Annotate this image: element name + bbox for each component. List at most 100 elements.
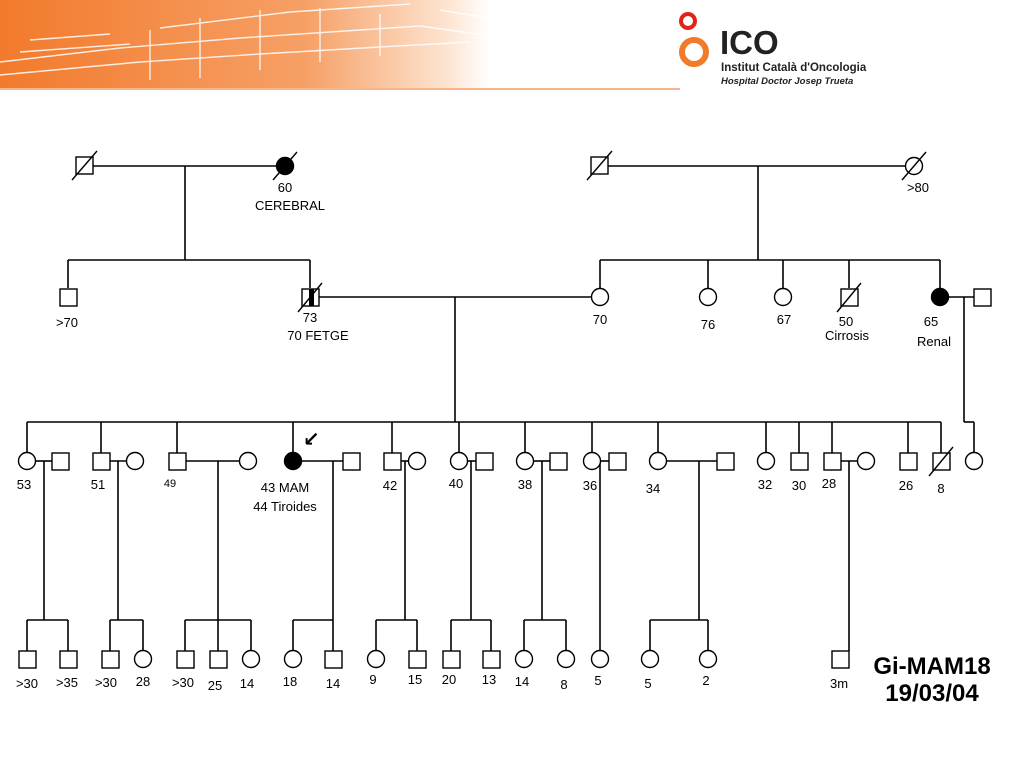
age-label: 2 <box>702 673 709 688</box>
pedigree-female <box>514 649 534 669</box>
pedigree-male <box>92 452 111 471</box>
diagnosis-label: 43 MAM <box>261 480 309 495</box>
age-label: >30 <box>172 675 194 690</box>
pedigree-male-carrier-deceased <box>297 282 323 313</box>
pedigree-female <box>17 451 37 471</box>
age-label: 26 <box>899 478 913 493</box>
proband-arrow-icon: ↙ <box>303 427 320 451</box>
age-label: >35 <box>56 675 78 690</box>
relationship-lines <box>26 165 975 651</box>
age-label: 13 <box>482 672 496 687</box>
pedigree-male <box>790 452 809 471</box>
age-label: 32 <box>758 477 772 492</box>
diagnosis-label: Renal <box>917 334 951 349</box>
age-label: 15 <box>408 672 422 687</box>
pedigree-female <box>133 649 153 669</box>
family-date: 19/03/04 <box>885 680 979 707</box>
age-label: 60 <box>278 180 292 195</box>
age-label: 34 <box>646 481 660 496</box>
age-label: 65 <box>924 314 938 329</box>
pedigree-female <box>590 649 610 669</box>
pedigree-male <box>324 650 343 669</box>
pedigree-male <box>51 452 70 471</box>
pedigree-male <box>899 452 918 471</box>
generation-1 <box>71 150 927 181</box>
family-code: Gi-MAM18 <box>873 653 990 680</box>
age-label: 25 <box>208 678 222 693</box>
pedigree-male <box>342 452 361 471</box>
pedigree-female <box>756 451 776 471</box>
pedigree-male-deceased <box>836 282 862 313</box>
diagnosis-label: 70 FETGE <box>287 328 349 343</box>
generation-4 <box>18 649 850 669</box>
pedigree-male <box>101 650 120 669</box>
age-label: 8 <box>560 677 567 692</box>
ico-logo: ICO Institut Català d'Oncologia Hospital… <box>679 12 867 87</box>
logo-institute: Institut Català d'Oncologia <box>721 62 867 74</box>
age-label: 70 <box>593 312 607 327</box>
pedigree-female <box>964 451 984 471</box>
pedigree-male <box>168 452 187 471</box>
age-label: 8 <box>937 481 944 496</box>
pedigree-female <box>698 649 718 669</box>
generation-3-labels: 53 51 49 43 MAM 44 Tiroides 42 40 38 36 … <box>17 476 945 514</box>
pedigree-male <box>475 452 494 471</box>
pedigree-male <box>59 288 78 307</box>
age-label: >30 <box>95 675 117 690</box>
pedigree-female-affected-deceased <box>272 151 298 181</box>
pedigree-female-affected <box>930 287 950 307</box>
pedigree-female <box>125 451 145 471</box>
age-label: 51 <box>91 477 105 492</box>
pedigree-male <box>176 650 195 669</box>
header-banner: ICO Institut Català d'Oncologia Hospital… <box>0 0 867 90</box>
generation-2-labels: >70 73 70 FETGE 70 76 67 50 Cirrosis 65 … <box>56 310 951 349</box>
diagnosis-label: Cirrosis <box>825 328 870 343</box>
pedigree-female <box>590 287 610 307</box>
age-label: 14 <box>515 674 529 689</box>
age-label: 53 <box>17 477 31 492</box>
pedigree-female <box>556 649 576 669</box>
generation-3 <box>17 446 984 477</box>
age-label: >30 <box>16 676 38 691</box>
pedigree-male-deceased <box>586 150 613 181</box>
pedigree-female <box>648 451 668 471</box>
pedigree-male <box>408 650 427 669</box>
pedigree-male-deceased <box>71 150 98 181</box>
pedigree-male <box>209 650 228 669</box>
pedigree-male <box>716 452 735 471</box>
age-label: 3m <box>830 676 848 691</box>
age-label: 73 <box>303 310 317 325</box>
diagnosis-label: CEREBRAL <box>255 198 325 213</box>
age-label: >70 <box>56 315 78 330</box>
age-label: 36 <box>583 478 597 493</box>
age-label: 28 <box>136 674 150 689</box>
pedigree-female <box>449 451 469 471</box>
age-label: 30 <box>792 478 806 493</box>
age-label: 5 <box>644 676 651 691</box>
pedigree-female <box>238 451 258 471</box>
age-label: 49 <box>164 478 176 490</box>
logo-name: ICO <box>720 24 779 61</box>
pedigree-female <box>698 287 718 307</box>
age-label: 76 <box>701 317 715 332</box>
logo-mark-top <box>679 12 697 30</box>
pedigree-male <box>18 650 37 669</box>
pedigree-male <box>383 452 402 471</box>
age-label: 14 <box>240 676 254 691</box>
pedigree-female-deceased <box>901 151 927 181</box>
age-label: 14 <box>326 676 340 691</box>
age-label: 9 <box>369 672 376 687</box>
generation-2 <box>59 282 992 313</box>
pedigree-female <box>773 287 793 307</box>
age-label: 5 <box>594 673 601 688</box>
age-label: 20 <box>442 672 456 687</box>
logo-hospital: Hospital Doctor Josep Trueta <box>721 76 853 87</box>
pedigree-male <box>59 650 78 669</box>
age-label: 38 <box>518 477 532 492</box>
pedigree-male-deceased <box>928 446 954 477</box>
pedigree-female <box>640 649 660 669</box>
pedigree-female <box>283 649 303 669</box>
logo-mark-bottom <box>679 37 709 67</box>
diagnosis-label: 44 Tiroides <box>253 499 317 514</box>
